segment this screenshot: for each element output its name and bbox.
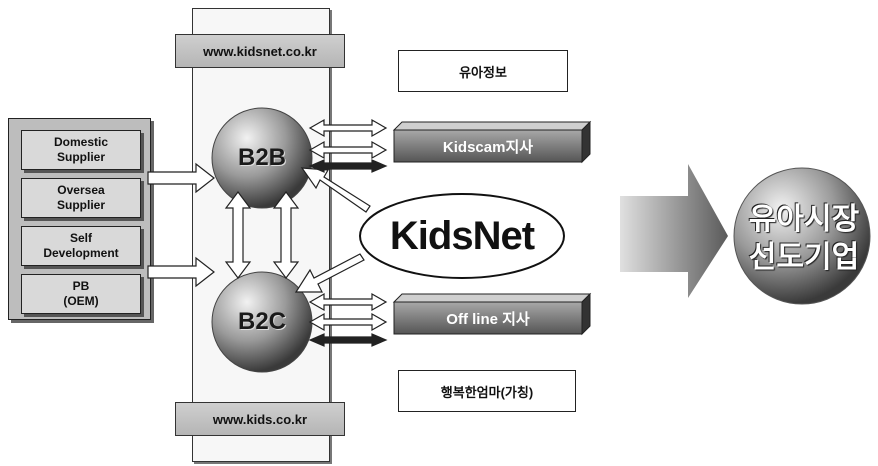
branch-box-bottom-3d (392, 292, 592, 336)
kidsnet-brand: KidsNet (389, 213, 535, 258)
bottom-label-box: 행복한엄마(가칭) (398, 370, 576, 412)
big-right-arrow (620, 164, 728, 298)
supplier-pb-oem: PB (OEM) (21, 274, 141, 314)
branch-top-label: Kidscam지사 (442, 138, 534, 156)
supplier-arrow-lower (147, 256, 215, 288)
center-column (192, 8, 330, 462)
branch-arrows-bottom (308, 292, 388, 347)
result-circle (733, 167, 871, 305)
supplier-oversea: Oversea Supplier (21, 178, 141, 218)
vertical-arrow-left (224, 191, 252, 279)
b2b-sphere (211, 107, 313, 209)
result-line-1: 유아시장 (748, 203, 860, 236)
supplier-arrow-upper (147, 162, 215, 194)
diagonal-arrow-lower (294, 253, 365, 293)
result-line-2: 선도기업 (748, 241, 860, 274)
b2b-label: B2B (237, 144, 286, 171)
b2c-label: B2C (237, 308, 286, 335)
diagonal-arrow-upper (300, 167, 371, 213)
kidsnet-ellipse (359, 193, 565, 279)
branch-bottom-label: Off line 지사 (446, 310, 530, 328)
branch-box-top-3d (392, 120, 592, 164)
supplier-self-development: Self Development (21, 226, 141, 266)
supplier-domestic: Domestic Supplier (21, 130, 141, 170)
info-label-box: 유아정보 (398, 50, 568, 92)
url-bottom-banner: www.kids.co.kr (175, 402, 345, 436)
url-top-banner: www.kidsnet.co.kr (175, 34, 345, 68)
vertical-arrow-right (272, 191, 300, 279)
branch-arrows-top (308, 118, 388, 173)
